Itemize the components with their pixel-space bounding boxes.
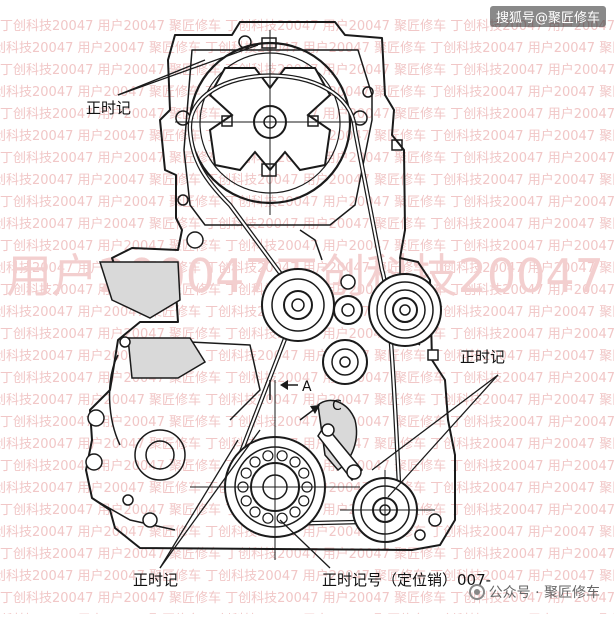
- callout-letter-a: A: [302, 379, 312, 395]
- watermark-tile-row: 丁创科技20047 用户20047 聚匠修车 丁创科技20047 用户20047…: [0, 40, 614, 56]
- watermark-tile-row: 丁创科技20047 用户20047 聚匠修车 丁创科技20047 用户20047…: [0, 348, 614, 364]
- watermark-tile-row: 丁创科技20047 用户20047 聚匠修车 丁创科技20047 用户20047…: [0, 590, 614, 606]
- watermark-tile-row: 丁创科技20047 用户20047 聚匠修车 丁创科技20047 用户20047…: [0, 436, 614, 452]
- watermark-tile-row: 丁创科技20047 用户20047 聚匠修车 丁创科技20047 用户20047…: [0, 216, 614, 232]
- water-pump-pulley: [322, 339, 368, 385]
- label-timing-mark-top-left: 正时记: [86, 99, 131, 117]
- crank-roller: [289, 506, 301, 518]
- watermark-tile-row: 丁创科技20047 用户20047 聚匠修车 丁创科技20047 用户20047…: [0, 414, 614, 430]
- leader-lines: [117, 44, 499, 569]
- crank-roller: [276, 450, 288, 462]
- crank-roller: [249, 506, 261, 518]
- label-timing-mark-bottom-left: 正时记: [133, 571, 178, 589]
- crank-roller: [276, 512, 288, 524]
- watermark-tile-row: 丁创科技20047 用户20047 聚匠修车 丁创科技20047 用户20047…: [0, 238, 614, 254]
- idler-pulley-right: [368, 273, 442, 347]
- bolt-holes: [85, 231, 442, 541]
- tensioner-arm: [317, 423, 364, 482]
- account-logo-icon: [468, 584, 485, 600]
- watermark-tile-row: 丁创科技20047 用户20047 聚匠修车 丁创科技20047 用户20047…: [0, 194, 614, 210]
- label-timing-mark-bottom-pin: 正时记号（定位销）007-: [322, 571, 491, 589]
- crank-roller: [249, 456, 261, 468]
- crank-roller: [262, 450, 274, 462]
- crank-roller: [262, 512, 274, 524]
- watermark-tile-row: 丁创科技20047 用户20047 聚匠修车 丁创科技20047 用户20047…: [0, 546, 614, 562]
- crank-roller: [240, 495, 252, 507]
- callout-letter-c: C: [332, 398, 342, 414]
- idler-pulley-small: [333, 274, 363, 325]
- label-timing-mark-right: 正时记: [460, 348, 505, 366]
- watermark-source-tag: 搜狐号@聚匠修车: [489, 6, 606, 27]
- crank-roller: [298, 495, 310, 507]
- arrow-c: [299, 405, 320, 421]
- crank-roller: [289, 456, 301, 468]
- arrow-a: [269, 380, 298, 400]
- tensioner-pulley-left: [261, 268, 335, 342]
- crank-roller: [240, 467, 252, 479]
- watermark-tile-row: 丁创科技20047 用户20047 聚匠修车 丁创科技20047 用户20047…: [0, 568, 614, 584]
- watermark-tile-row: 丁创科技20047 用户20047 聚匠修车 丁创科技20047 用户20047…: [0, 172, 614, 188]
- watermark-account-text: 公众号 · 聚匠修车: [488, 585, 600, 601]
- watermark-account-tag: 公众号 · 聚匠修车: [468, 582, 600, 602]
- watermark-tile-row: 丁创科技20047 用户20047 聚匠修车 丁创科技20047 用户20047…: [0, 524, 614, 540]
- crank-roller: [298, 467, 310, 479]
- watermark-tile-row: 丁创科技20047 用户20047 聚匠修车 丁创科技20047 用户20047…: [0, 18, 614, 34]
